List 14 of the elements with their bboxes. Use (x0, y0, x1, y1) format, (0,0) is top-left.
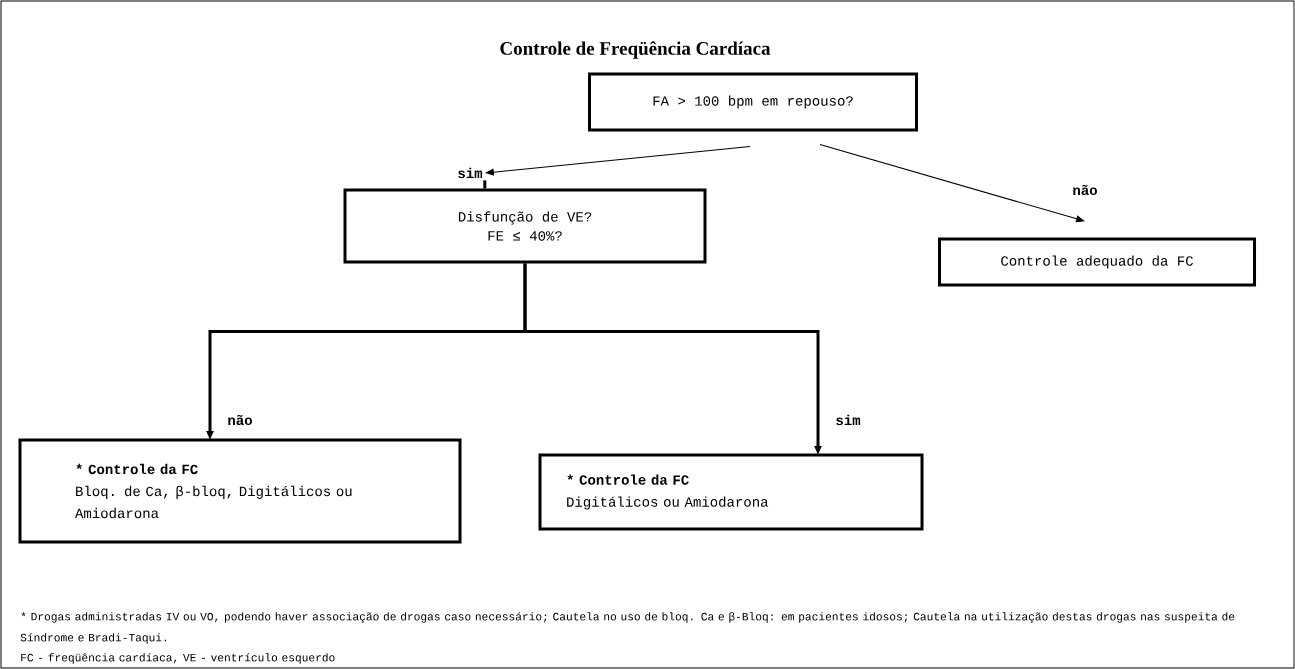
edge-label: não (226, 413, 254, 427)
title: Controle de Freqüência Cardíaca (500, 41, 771, 59)
footnote: * Drogas administradas IV ou VO, podendo haver associação de drogas caso necessário; Cautela no uso de bloq. Ca e β-Bloq: em pacientes idosos; Cautela na utilização destas drogas nas suspeita de Síndrome e Bradi-Taqui. (20, 612, 1235, 644)
branch-label: sim (458, 167, 483, 179)
treatment-box: * Controle da FC Bloq. de Ca, β-bloq, Digitálicos ou Amiodarona (18, 438, 462, 544)
treatment-box: * Controle da FC Digitálicos ou Amiodarona (538, 453, 924, 531)
arrow (819, 144, 1085, 223)
decision-box: Controle adequado da FC (938, 237, 1256, 287)
arrow (485, 146, 751, 176)
decision-box: Disfunção de VE? FE ≤ 40%? (343, 188, 707, 264)
decision-box: FA > 100 bpm em repouso? (588, 72, 918, 132)
edge-label: sim (834, 413, 862, 427)
footnote: FC - freqüência cardíaca, VE - ventrículo esquerdo (21, 653, 335, 664)
branch-label: não (1073, 184, 1097, 196)
